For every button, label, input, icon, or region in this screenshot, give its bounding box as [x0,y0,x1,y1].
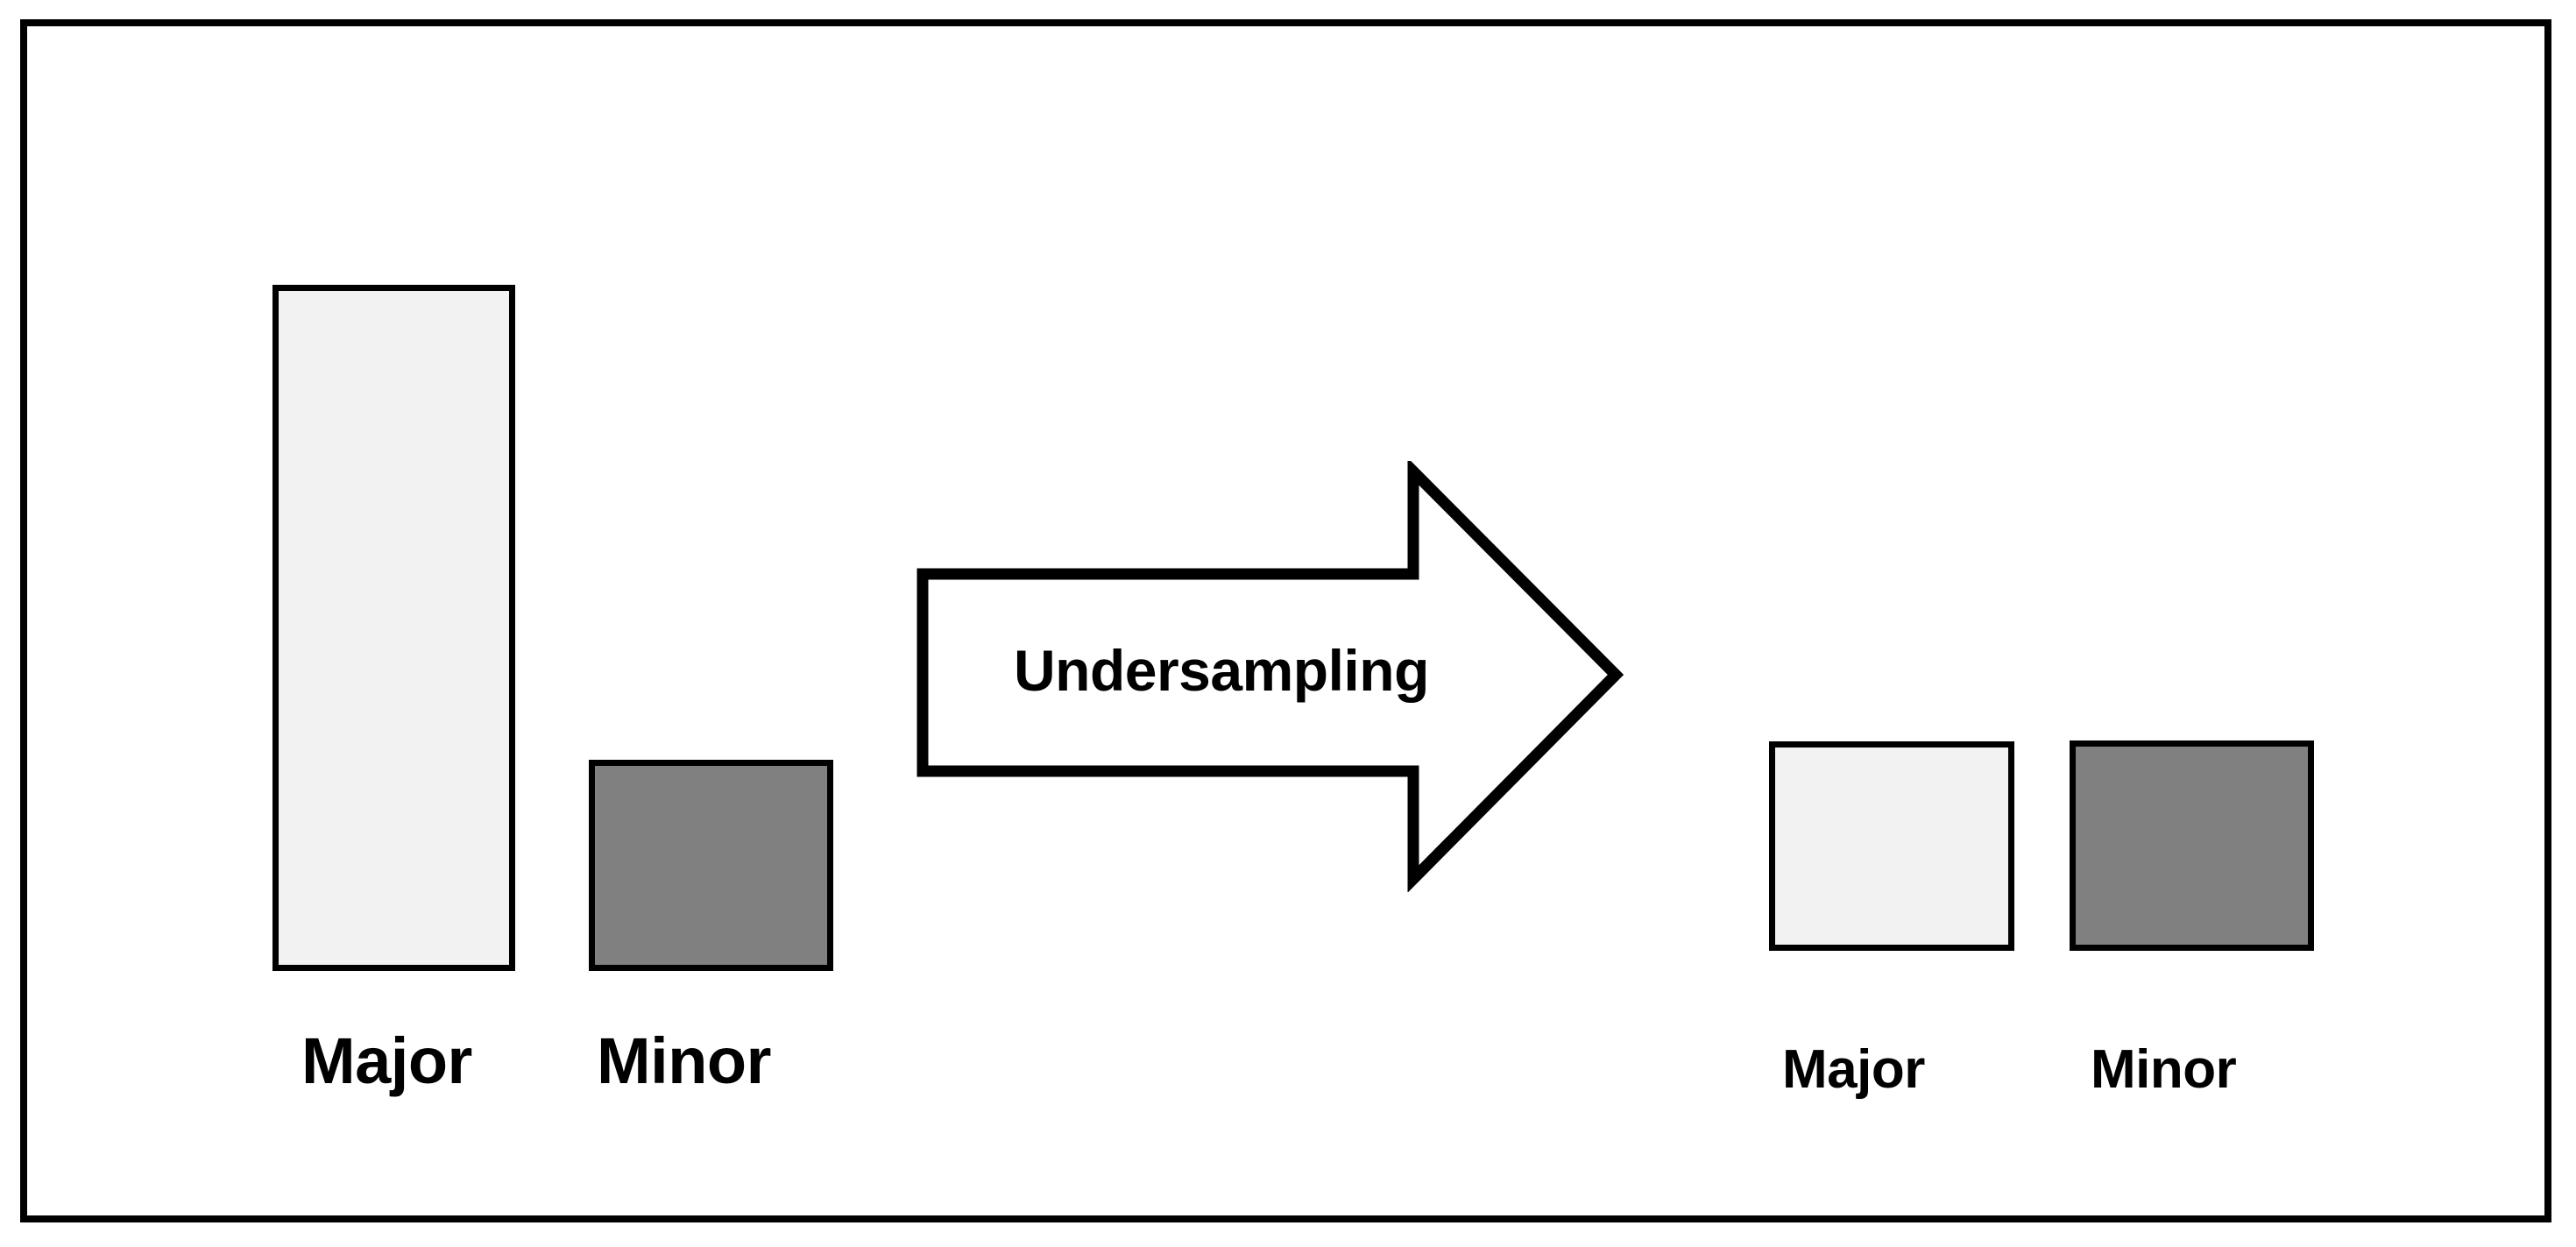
label-before-major: Major [301,1024,472,1097]
undersampling-arrow [912,461,1631,892]
bar-before-major [272,285,515,971]
label-after-minor: Minor [2091,1039,2237,1100]
bar-after-minor [2070,740,2314,951]
bar-after-major [1769,741,2014,951]
bar-before-minor [589,760,833,971]
arrow-label-undersampling: Undersampling [1014,638,1429,703]
label-before-minor: Minor [597,1024,771,1097]
label-after-major: Major [1782,1039,1925,1100]
arrow-right-icon [916,461,1624,892]
figure-border-frame: Major Minor Undersampling Major Minor [20,19,2551,1222]
